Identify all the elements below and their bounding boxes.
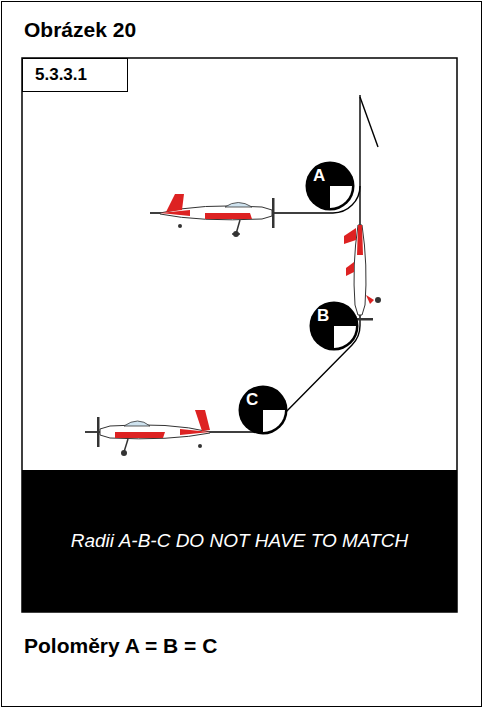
flight-path xyxy=(85,95,378,432)
radius-circle: C xyxy=(238,385,288,435)
label-text: 5.3.3.1 xyxy=(35,65,115,85)
figure-number-box: 5.3.3.1 xyxy=(22,58,128,92)
radius-circle: A xyxy=(305,161,355,211)
airplane xyxy=(344,225,381,321)
figure-frame xyxy=(22,58,457,612)
radius-circle: B xyxy=(309,301,359,351)
figure-caption: Poloměry A = B = C xyxy=(24,634,217,658)
airplane xyxy=(97,410,210,456)
circle-shape xyxy=(238,385,288,435)
label-text: A xyxy=(313,167,325,184)
figure-title: Obrázek 20 xyxy=(24,18,136,42)
label-text: B xyxy=(317,307,329,324)
circle-shape xyxy=(309,301,359,351)
label-text: Radii A-B-C DO NOT HAVE TO MATCH xyxy=(71,528,408,554)
label-text: C xyxy=(246,391,258,408)
note-band: Radii A-B-C DO NOT HAVE TO MATCH xyxy=(22,470,457,612)
circle-shape xyxy=(305,161,355,211)
airplane xyxy=(160,194,275,237)
